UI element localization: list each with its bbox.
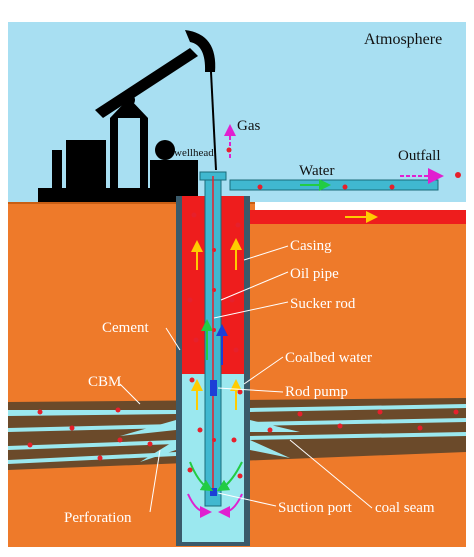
perforations xyxy=(120,420,300,462)
label-cement: Cement xyxy=(102,320,149,336)
label-rod-pump: Rod pump xyxy=(285,384,348,400)
label-water: Water xyxy=(299,163,334,179)
label-wellhead: wellhead xyxy=(174,147,214,159)
water-outfall-pipe xyxy=(229,168,444,191)
label-casing: Casing xyxy=(290,238,332,254)
bubble-dots xyxy=(27,147,461,479)
leader-lines xyxy=(119,245,373,513)
label-atmosphere: Atmosphere xyxy=(364,31,442,48)
suction-port-icon xyxy=(210,488,217,496)
label-outfall: Outfall xyxy=(398,148,441,164)
label-cbm: CBM xyxy=(88,374,121,390)
pump-jack-icon xyxy=(38,30,217,202)
label-oil-pipe: Oil pipe xyxy=(290,266,339,282)
label-gas: Gas xyxy=(237,118,260,134)
casing-branch xyxy=(245,202,466,224)
label-coalbed-water: Coalbed water xyxy=(285,350,372,366)
label-perforation: Perforation xyxy=(64,510,132,526)
label-suction-port: Suction port xyxy=(278,500,353,516)
label-coal-seam: coal seam xyxy=(375,500,435,516)
rod-pump-icon xyxy=(210,380,217,396)
label-sucker-rod: Sucker rod xyxy=(290,296,356,312)
